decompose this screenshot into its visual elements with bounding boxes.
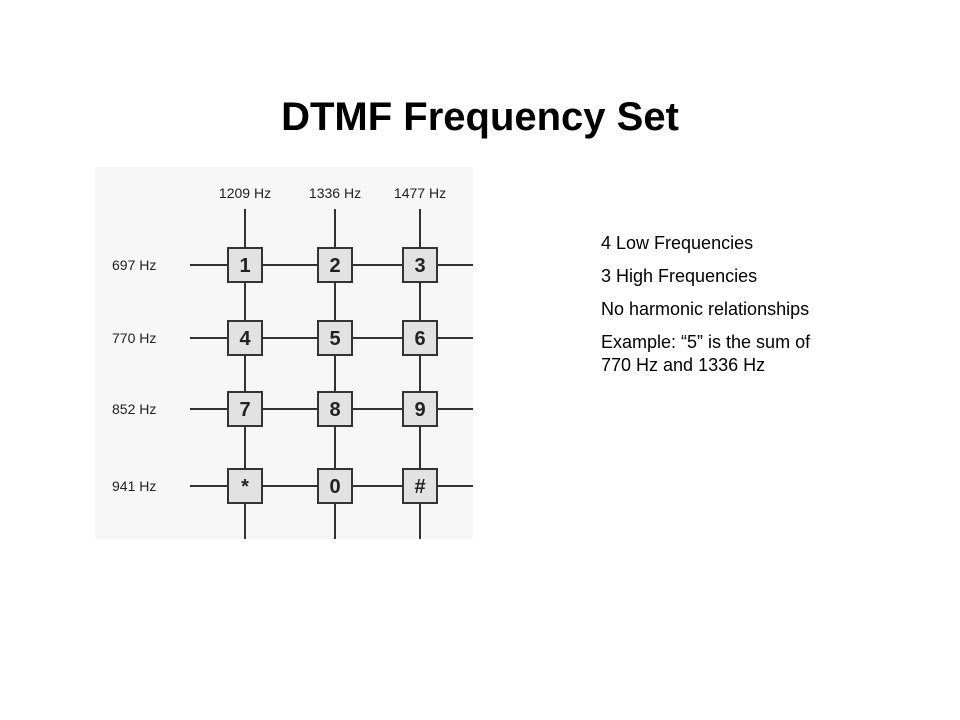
keypad-key-box	[317, 391, 353, 427]
low-frequency-label: 852 Hz	[112, 401, 156, 417]
keypad-key-box	[227, 320, 263, 356]
notes-list: 4 Low Frequencies 3 High Frequencies No …	[601, 232, 831, 387]
keypad-key-box	[317, 468, 353, 504]
keypad-key-box	[402, 468, 438, 504]
note-low-frequencies: 4 Low Frequencies	[601, 233, 754, 253]
high-frequency-label: 1209 Hz	[219, 185, 271, 201]
keypad-key-box	[402, 391, 438, 427]
slide-title: DTMF Frequency Set	[281, 94, 679, 139]
keypad-key-label: 8	[329, 399, 340, 421]
keypad-key-label: 1	[239, 255, 250, 277]
note-no-harmonic: No harmonic relationships	[601, 299, 810, 319]
note-high-frequencies: 3 High Frequencies	[601, 266, 758, 286]
keypad-key-box	[227, 391, 263, 427]
keypad-key-label: 7	[239, 399, 250, 421]
keypad-key-label: 6	[414, 328, 425, 350]
high-frequency-label: 1477 Hz	[394, 185, 446, 201]
keypad-key-box	[227, 468, 263, 504]
keypad-key-label: 4	[239, 328, 251, 350]
keypad-key-label: 5	[329, 328, 340, 350]
keypad-key-label: 2	[329, 255, 340, 277]
low-frequency-label: 697 Hz	[112, 257, 156, 273]
keypad-key-box	[402, 320, 438, 356]
keypad-key-box	[317, 320, 353, 356]
keypad-key-label: *	[241, 476, 249, 498]
note-example: Example: “5” is the sum of 770 Hz and 13…	[601, 332, 811, 375]
low-frequency-label: 941 Hz	[112, 478, 156, 494]
keypad-key-box	[227, 247, 263, 283]
dtmf-grid-svg: 1209 Hz 1336 Hz 1477 Hz 697 Hz 770 Hz 852 Hz 9…	[112, 185, 473, 539]
keypad-key-label: 9	[414, 399, 425, 421]
keypad-key-label: 3	[414, 255, 425, 277]
dtmf-keypad-diagram: 1209 Hz 1336 Hz 1477 Hz 697 Hz 770 Hz 852 Hz 9…	[95, 167, 473, 539]
keypad-key-box	[317, 247, 353, 283]
high-frequency-label: 1336 Hz	[309, 185, 361, 201]
keypad-key-box	[402, 247, 438, 283]
keypad-key-label: #	[414, 476, 425, 498]
low-frequency-label: 770 Hz	[112, 330, 156, 346]
keypad-key-label: 0	[329, 476, 340, 498]
